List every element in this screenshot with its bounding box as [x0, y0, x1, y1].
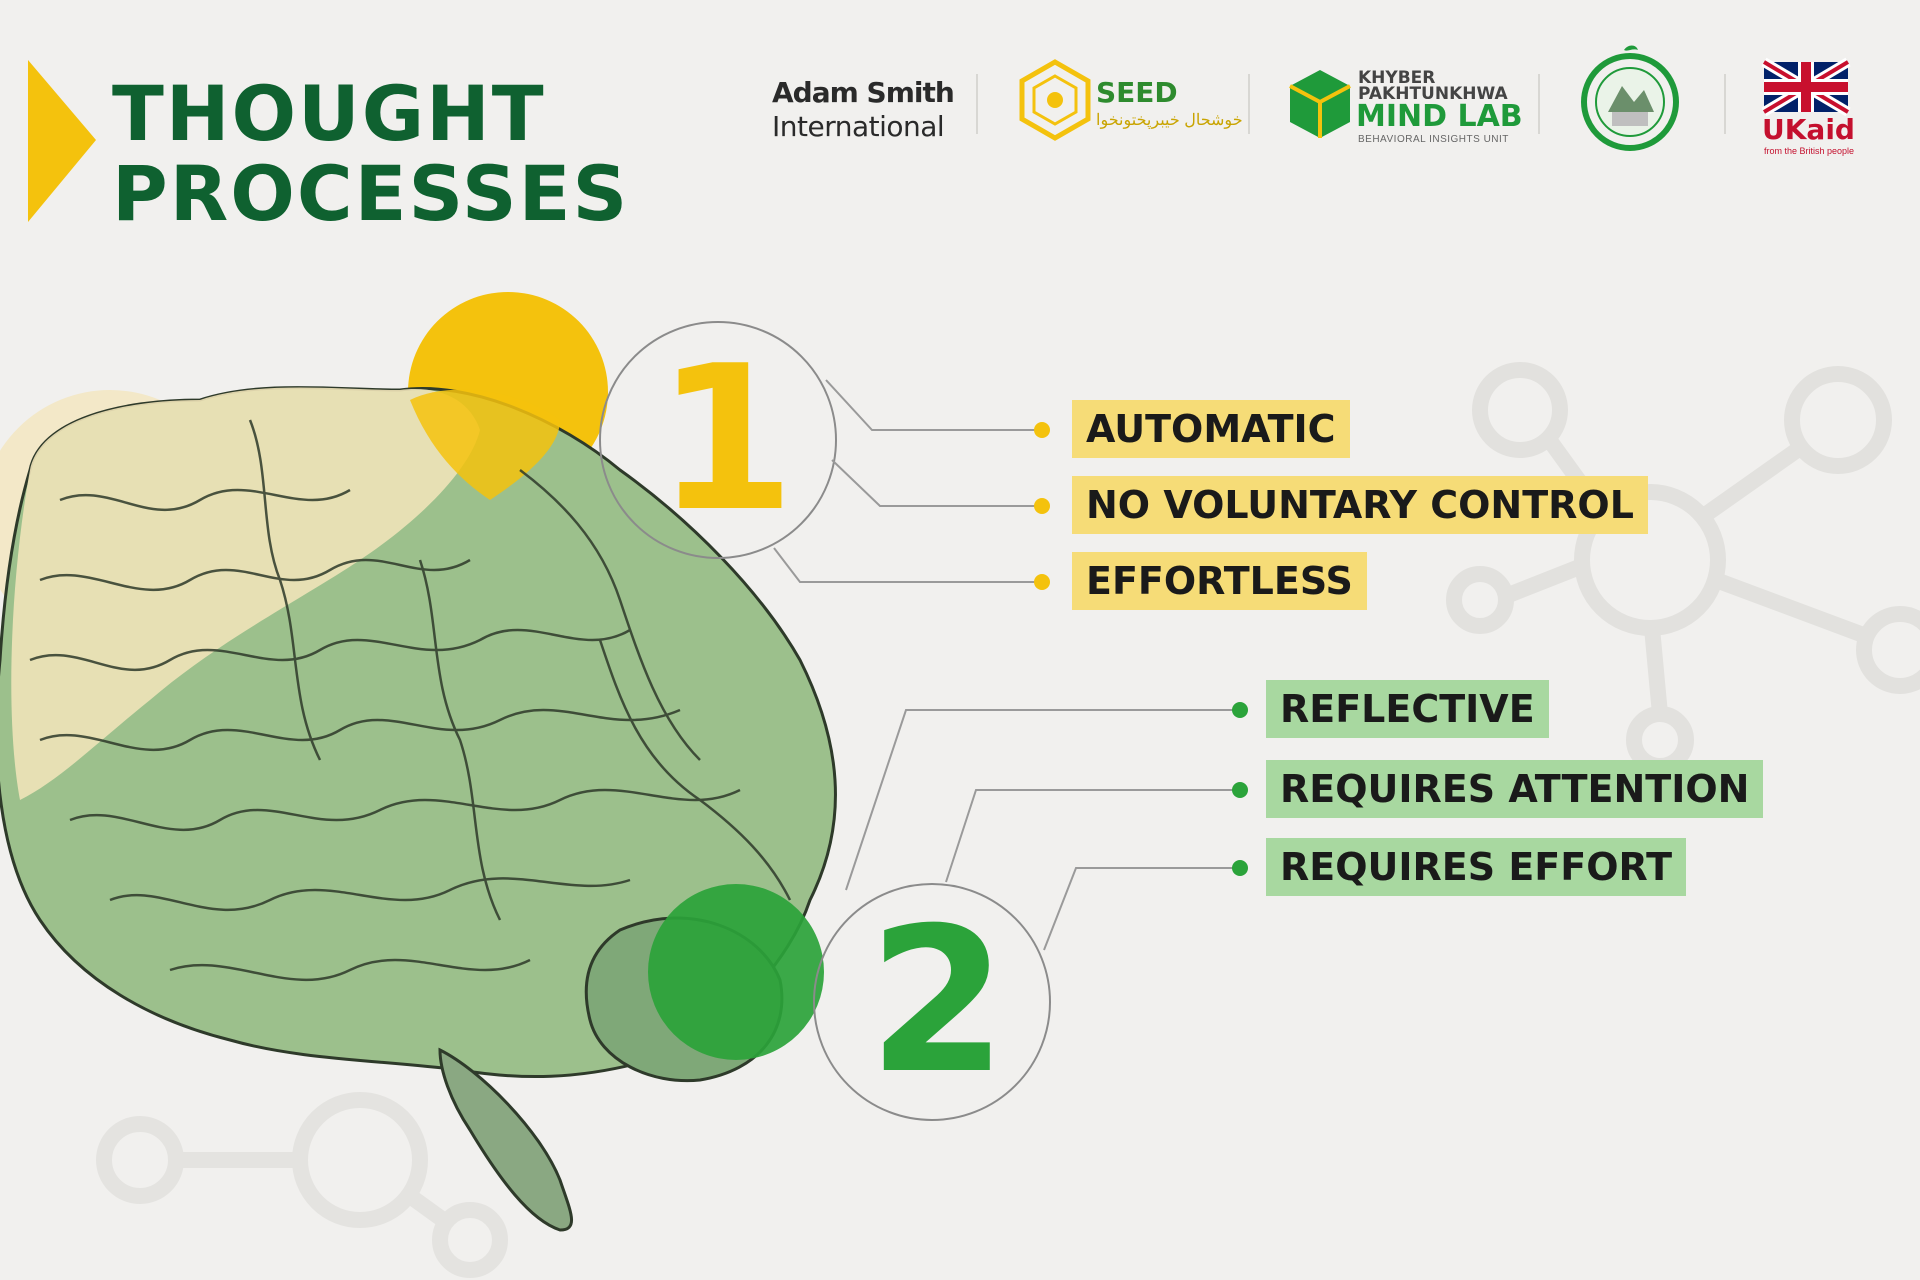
mind-lab-cube-icon: [1289, 70, 1351, 138]
page-title-line-2: PROCESSES: [112, 149, 630, 238]
logo-separator: [1724, 74, 1726, 134]
seed-logo-name: SEED: [1096, 76, 1178, 109]
page-title-line-1: THOUGHT: [112, 69, 546, 158]
brain-illustration: [0, 386, 837, 1232]
system-1-label-automatic: AUTOMATIC: [1072, 400, 1350, 458]
system-1-connectors: [773, 379, 1040, 583]
mind-lab-logo-line-4: BEHAVIORAL INSIGHTS UNIT: [1358, 134, 1509, 145]
mind-lab-logo-line-2: PAKHTUNKHWA: [1358, 84, 1508, 104]
ukaid-logo-name: UKaid: [1762, 113, 1855, 146]
network-decoration-right: [1446, 362, 1920, 774]
logo-separator: [1248, 74, 1250, 134]
seed-logo-urdu: خوشحال خیبرپختونخوا: [1096, 112, 1243, 129]
system-2-circle: [813, 883, 1051, 1121]
adam-smith-logo-line-2: International: [772, 110, 945, 143]
system-1-label-effortless: EFFORTLESS: [1072, 552, 1367, 610]
system-1-number: 1: [656, 323, 796, 556]
system-1-bullets: [1034, 422, 1050, 590]
system-2-label-requires-attention: REQUIRES ATTENTION: [1266, 760, 1764, 818]
mind-lab-logo-line-1: KHYBER: [1358, 68, 1436, 88]
mind-lab-logo-line-3: MIND LAB: [1356, 99, 1523, 134]
system-2-label-reflective: REFLECTIVE: [1266, 680, 1549, 738]
system-2-bullets: [1232, 702, 1248, 876]
uk-flag-icon: [1761, 57, 1851, 117]
system-2-connectors: [845, 709, 1238, 951]
system-1-circle: [599, 321, 837, 559]
system-1-label-no-voluntary-control: NO VOLUNTARY CONTROL: [1072, 476, 1648, 534]
seed-logo-icon: [1019, 59, 1091, 141]
system-2-number: 2: [868, 885, 1008, 1118]
logo-separator: [976, 74, 978, 134]
network-decoration-left: [96, 1092, 508, 1278]
system-2-label-requires-effort: REQUIRES EFFORT: [1266, 838, 1686, 896]
adam-smith-logo-line-1: Adam Smith: [772, 76, 955, 109]
title-arrow-icon: [28, 60, 96, 222]
logo-separator: [1538, 74, 1540, 134]
kp-government-emblem-icon: [1581, 45, 1679, 151]
ukaid-logo-tagline: from the British people: [1764, 146, 1855, 156]
